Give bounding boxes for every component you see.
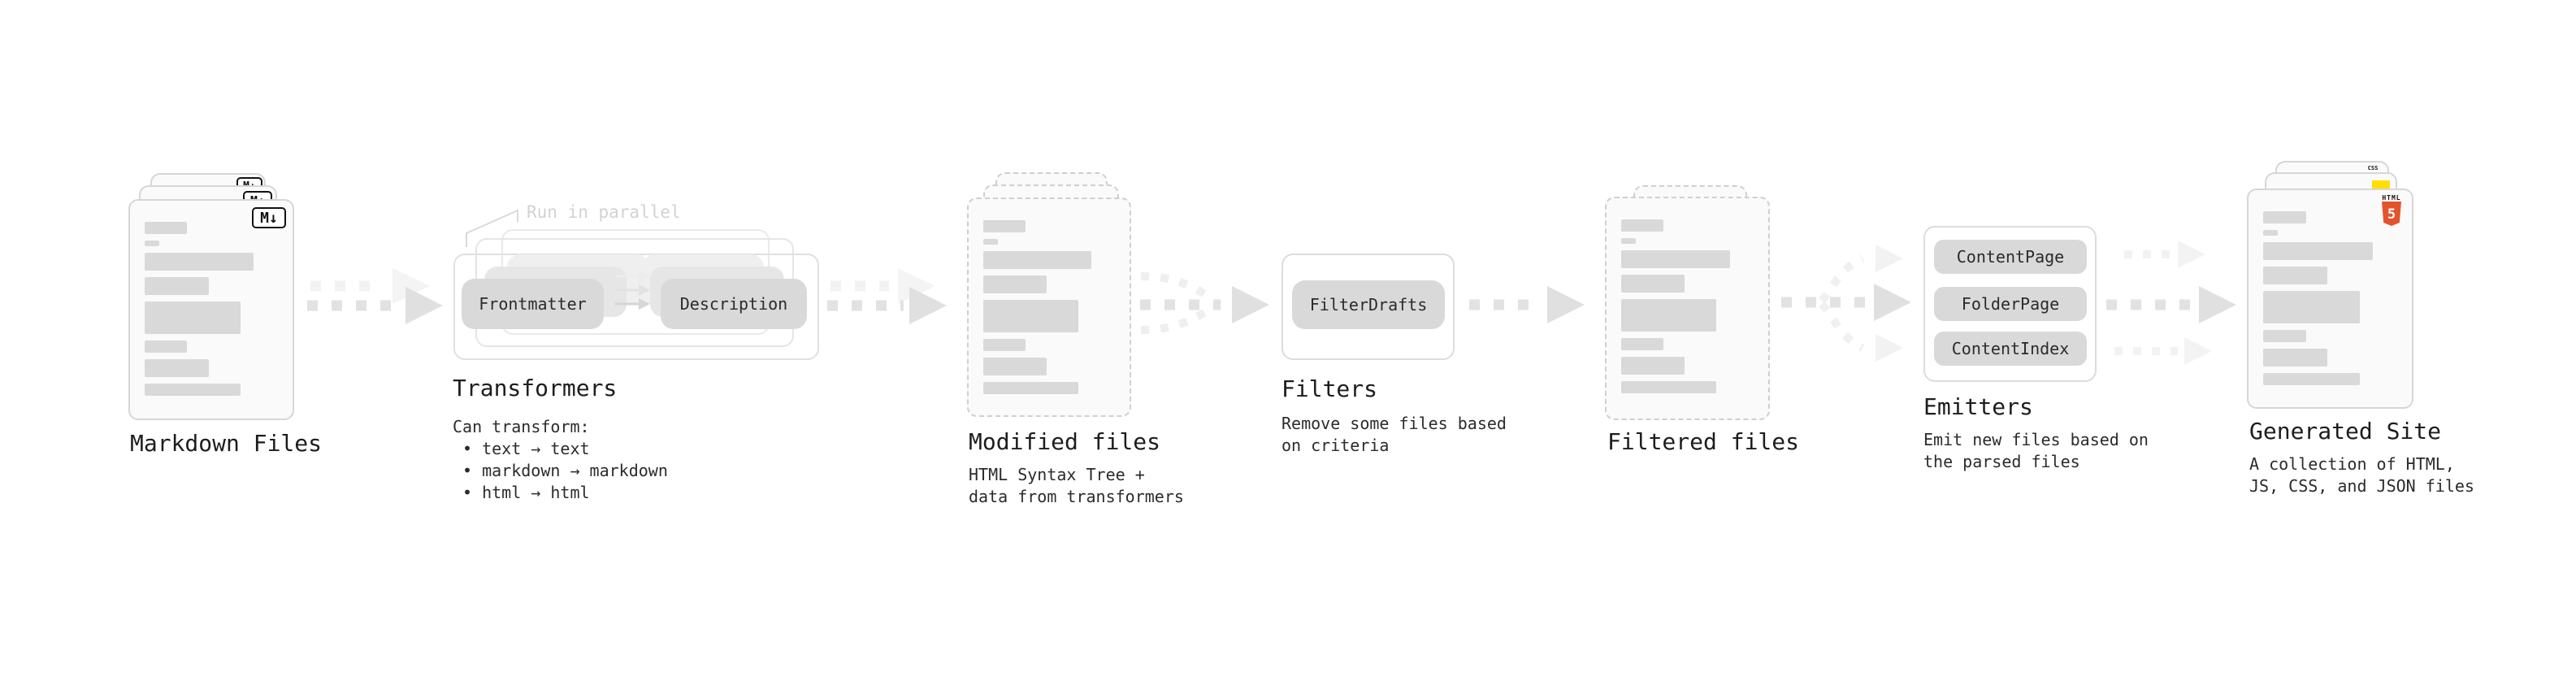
- content-placeholder-bar: [2263, 230, 2279, 236]
- sublabel-line: on criteria: [1281, 436, 1390, 455]
- content-placeholder-bar: [145, 359, 209, 377]
- doc-content-bars: [130, 201, 293, 419]
- markdown-file-card-front: M↓: [128, 199, 294, 420]
- transformers-description: Can transform: • text → text • markdown …: [453, 416, 668, 504]
- filters-label: Filters: [1281, 375, 1378, 402]
- content-placeholder-bar: [1621, 275, 1685, 293]
- content-placeholder-bar: [2263, 242, 2374, 260]
- filtered-file-card-front: [1605, 197, 1770, 420]
- arrow-markdown-to-transformers: [307, 268, 443, 324]
- content-placeholder-bar: [1621, 250, 1730, 268]
- svg-text:5: 5: [2387, 206, 2396, 223]
- doc-content-bars: [2249, 190, 2412, 407]
- content-placeholder-bar: [2263, 267, 2328, 284]
- sublabel-line: Remove some files based: [1281, 414, 1507, 433]
- generated-site-label: Generated Site: [2249, 418, 2442, 445]
- content-placeholder-bar: [145, 253, 254, 271]
- transformers-desc-line: • markdown → markdown: [462, 461, 668, 480]
- content-placeholder-bar: [145, 222, 188, 234]
- transformers-desc-line: • html → html: [462, 483, 590, 502]
- sublabel-line: HTML Syntax Tree +: [969, 465, 1145, 484]
- content-placeholder-bar: [145, 301, 241, 334]
- content-placeholder-bar: [983, 275, 1047, 293]
- content-placeholder-bar: [983, 251, 1091, 269]
- sublabel-line: Emit new files based on: [1923, 430, 2149, 449]
- content-placeholder-bar: [1621, 381, 1717, 393]
- arrow-filters-to-filtered: [1469, 286, 1585, 323]
- content-placeholder-bar: [2263, 349, 2328, 367]
- content-placeholder-bar: [983, 300, 1078, 332]
- content-placeholder-bar: [1621, 238, 1636, 244]
- html5-icon: HTML 5: [2381, 194, 2402, 229]
- modified-file-card-front: [967, 197, 1131, 417]
- arrows-emitters-to-generated: [2106, 241, 2236, 365]
- emitters-sublabel: Emit new files based on the parsed files: [1923, 429, 2149, 473]
- content-placeholder-bar: [1621, 299, 1717, 332]
- filterdrafts-pill: FilterDrafts: [1292, 280, 1445, 329]
- html5-badge-text: HTML: [2382, 194, 2401, 202]
- generated-file-card-front: HTML 5: [2247, 189, 2413, 409]
- transformers-desc-line: Can transform:: [453, 417, 590, 436]
- content-placeholder-bar: [1621, 338, 1664, 350]
- content-placeholder-bar: [145, 384, 241, 396]
- content-placeholder-bar: [145, 241, 160, 246]
- content-placeholder-bar: [983, 339, 1026, 351]
- html5-shield: 5: [2382, 202, 2401, 226]
- folderpage-pill: FolderPage: [1934, 287, 2087, 321]
- content-placeholder-bar: [2263, 291, 2360, 323]
- merge-arrow-modified-to-filters: [1140, 272, 1269, 334]
- arrow-transformers-to-modified: [827, 268, 947, 324]
- filtered-files-label: Filtered files: [1607, 428, 1800, 455]
- doc-content-bars: [969, 199, 1130, 415]
- content-placeholder-bar: [145, 277, 209, 295]
- modified-files-label: Modified files: [969, 428, 1161, 455]
- content-placeholder-bar: [983, 358, 1047, 375]
- content-placeholder-bar: [983, 239, 998, 245]
- markdown-files-label: Markdown Files: [130, 430, 323, 457]
- content-placeholder-bar: [983, 220, 1026, 232]
- emitters-label: Emitters: [1923, 393, 2033, 420]
- content-placeholder-bar: [2263, 330, 2306, 342]
- css-badge-text: CSS: [2367, 165, 2379, 171]
- frontmatter-pill: Frontmatter: [462, 279, 604, 329]
- sublabel-line: the parsed files: [1923, 452, 2080, 471]
- run-in-parallel-note: Run in parallel: [527, 202, 681, 222]
- transformers-label: Transformers: [453, 375, 618, 401]
- content-placeholder-bar: [2263, 373, 2360, 385]
- sublabel-line: data from transformers: [969, 487, 1184, 506]
- js-icon: [2372, 180, 2390, 189]
- content-placeholder-bar: [983, 382, 1078, 394]
- modified-files-sublabel: HTML Syntax Tree + data from transformer…: [969, 464, 1184, 508]
- doc-content-bars: [1607, 198, 1768, 419]
- generated-site-sublabel: A collection of HTML, JS, CSS, and JSON …: [2249, 453, 2474, 497]
- content-placeholder-bar: [1621, 219, 1664, 232]
- transformers-desc-line: • text → text: [462, 439, 590, 458]
- sublabel-line: A collection of HTML,: [2249, 454, 2455, 474]
- content-placeholder-bar: [1621, 357, 1685, 375]
- description-pill: Description: [661, 279, 807, 329]
- sublabel-line: JS, CSS, and JSON files: [2249, 476, 2474, 496]
- filters-sublabel: Remove some files based on criteria: [1281, 413, 1507, 457]
- content-placeholder-bar: [2263, 211, 2306, 223]
- markdown-icon: M↓: [252, 207, 286, 228]
- content-placeholder-bar: [145, 340, 188, 353]
- contentpage-pill: ContentPage: [1934, 240, 2087, 274]
- contentindex-pill: ContentIndex: [1934, 332, 2087, 366]
- split-arrow-filtered-to-emitters: [1781, 245, 1911, 362]
